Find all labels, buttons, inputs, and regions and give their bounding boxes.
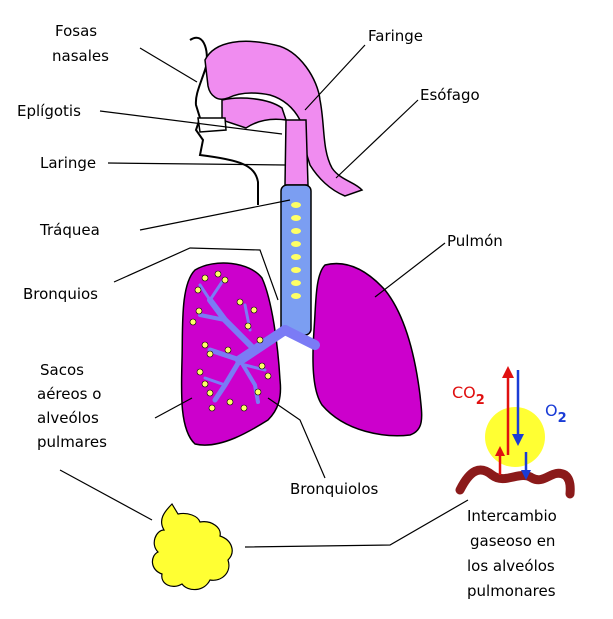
label-o2-sub: 2 xyxy=(558,411,567,426)
label-co2: CO2 xyxy=(452,383,485,408)
trachea-rings xyxy=(291,202,301,299)
oral-cavity-shape xyxy=(221,97,288,129)
label-sacos-2: aéreos o xyxy=(37,385,101,403)
bronchial-tree xyxy=(198,280,320,404)
label-pulmon: Pulmón xyxy=(447,232,503,250)
label-intercambio-4: pulmonares xyxy=(467,582,556,600)
co2-arrow xyxy=(502,366,514,455)
label-faringe: Faringe xyxy=(368,27,423,45)
label-intercambio-2: gaseoso en xyxy=(470,532,555,550)
label-traquea: Tráquea xyxy=(39,221,100,239)
label-sacos-4: pulmares xyxy=(37,433,107,451)
label-bronquios: Bronquios xyxy=(23,285,98,303)
label-o2-main: O xyxy=(545,401,558,420)
nasal-pharynx-shape xyxy=(204,40,364,197)
label-fosas-nasales-2: nasales xyxy=(52,47,109,65)
o2-arrow xyxy=(512,370,524,446)
capillary-vessel xyxy=(455,465,575,499)
label-fosas-nasales-1: Fosas xyxy=(55,22,97,40)
label-laringe: Laringe xyxy=(40,154,96,172)
larynx-shape xyxy=(284,119,309,186)
label-esofago: Esófago xyxy=(420,86,480,104)
label-sacos-1: Sacos xyxy=(40,361,84,379)
co2-arrow-lower xyxy=(495,446,505,475)
alveoli-dots xyxy=(189,270,272,412)
label-intercambio-1: Intercambio xyxy=(467,507,557,525)
label-sacos-3: alveólos xyxy=(37,409,99,427)
label-epiglotis: Eplígotis xyxy=(17,102,81,120)
label-bronquiolos: Bronquiolos xyxy=(290,480,379,498)
label-co2-sub: 2 xyxy=(476,393,485,408)
right-lung-shape xyxy=(312,262,423,437)
alveolus-cluster xyxy=(151,503,233,591)
label-co2-main: CO xyxy=(452,383,476,402)
o2-arrow-lower xyxy=(521,452,531,480)
label-intercambio-3: los alveólos xyxy=(467,557,555,575)
face-outline xyxy=(189,36,259,205)
label-o2: O2 xyxy=(545,401,567,426)
leader-lines xyxy=(59,44,469,548)
